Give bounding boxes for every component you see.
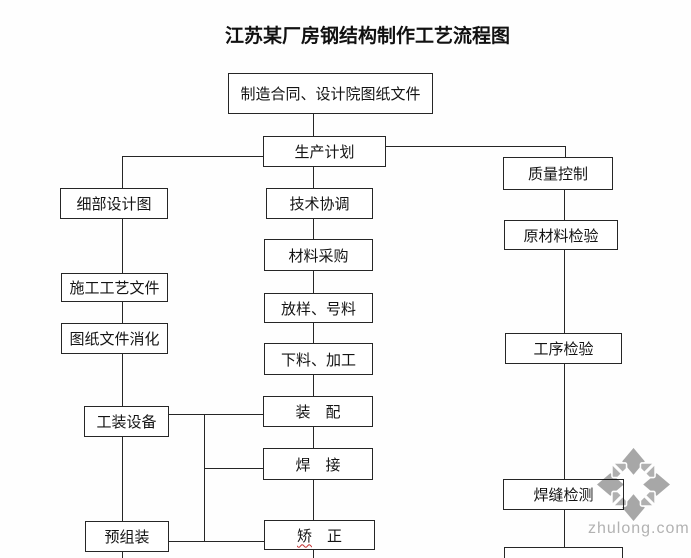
page-title: 江苏某厂房钢结构制作工艺流程图	[225, 26, 511, 47]
connector-preassembly-to-correction	[169, 541, 264, 542]
connector-rawmaterial-to-process	[564, 250, 565, 333]
node-detail-design-drawing: 细部设计图	[60, 188, 168, 219]
node-assembly: 装 配	[263, 396, 373, 427]
node-process-inspection: 工序检验	[505, 333, 622, 364]
connector-qc-to-rawmaterial	[564, 190, 565, 220]
node-construction-process-docs: 施工工艺文件	[61, 273, 168, 302]
node-technical-coordination: 技术协调	[266, 188, 373, 219]
connector-correction-down	[313, 550, 314, 558]
connector-source-to-plan	[313, 114, 314, 136]
connector-coordination-to-procurement	[313, 219, 314, 239]
connector-procurement-to-lofting	[313, 270, 314, 293]
node-drawing-digestion: 图纸文件消化	[61, 323, 168, 354]
zhulong-watermark-text: zhulong.com	[588, 520, 690, 537]
node-lofting-marking: 放样、号料	[264, 293, 373, 323]
connector-digestion-to-tooling	[122, 353, 123, 406]
connector-weldinspect-down	[564, 510, 565, 547]
node-production-plan: 生产计划	[263, 136, 386, 167]
connector-plan-to-right-h	[386, 146, 565, 147]
connector-preassembly-down	[122, 552, 123, 558]
connector-lofting-to-cutting	[313, 323, 314, 343]
correction-rest: 正	[312, 527, 343, 545]
connector-tooling-to-preassembly	[122, 437, 123, 521]
connector-detail-to-processdoc	[122, 219, 123, 273]
connector-plan-to-left-h	[122, 156, 263, 157]
connector-plan-to-right-v	[565, 146, 566, 157]
node-correction: 矫 正	[264, 520, 375, 550]
connector-tooling-to-assembly	[169, 414, 263, 415]
zhulong-watermark-logo	[594, 445, 673, 524]
connector-tooling-drop	[204, 414, 205, 541]
node-material-procurement: 材料采购	[264, 239, 373, 271]
connector-welding-to-correction	[313, 480, 314, 520]
connector-process-to-weldinspect	[564, 364, 565, 479]
connector-plan-to-coordination	[313, 167, 314, 188]
node-quality-control: 质量控制	[503, 157, 613, 190]
node-contract-drawings: 制造合同、设计院图纸文件	[228, 73, 433, 114]
node-welding: 焊 接	[263, 448, 373, 480]
connector-drop-to-welding	[204, 468, 263, 469]
node-tooling-equipment: 工装设备	[84, 406, 169, 437]
node-raw-material-inspection: 原材料检验	[504, 220, 618, 250]
connector-processdoc-to-digestion	[122, 301, 123, 323]
node-pre-assembly: 预组装	[85, 521, 169, 552]
connector-cutting-to-assembly	[313, 375, 314, 396]
misspelled-char: 矫	[296, 527, 312, 545]
connector-assembly-to-welding	[313, 427, 314, 448]
node-cutting-processing: 下料、加工	[264, 343, 373, 375]
node-bottom-partial	[504, 547, 623, 558]
connector-plan-to-left-v	[122, 156, 123, 188]
